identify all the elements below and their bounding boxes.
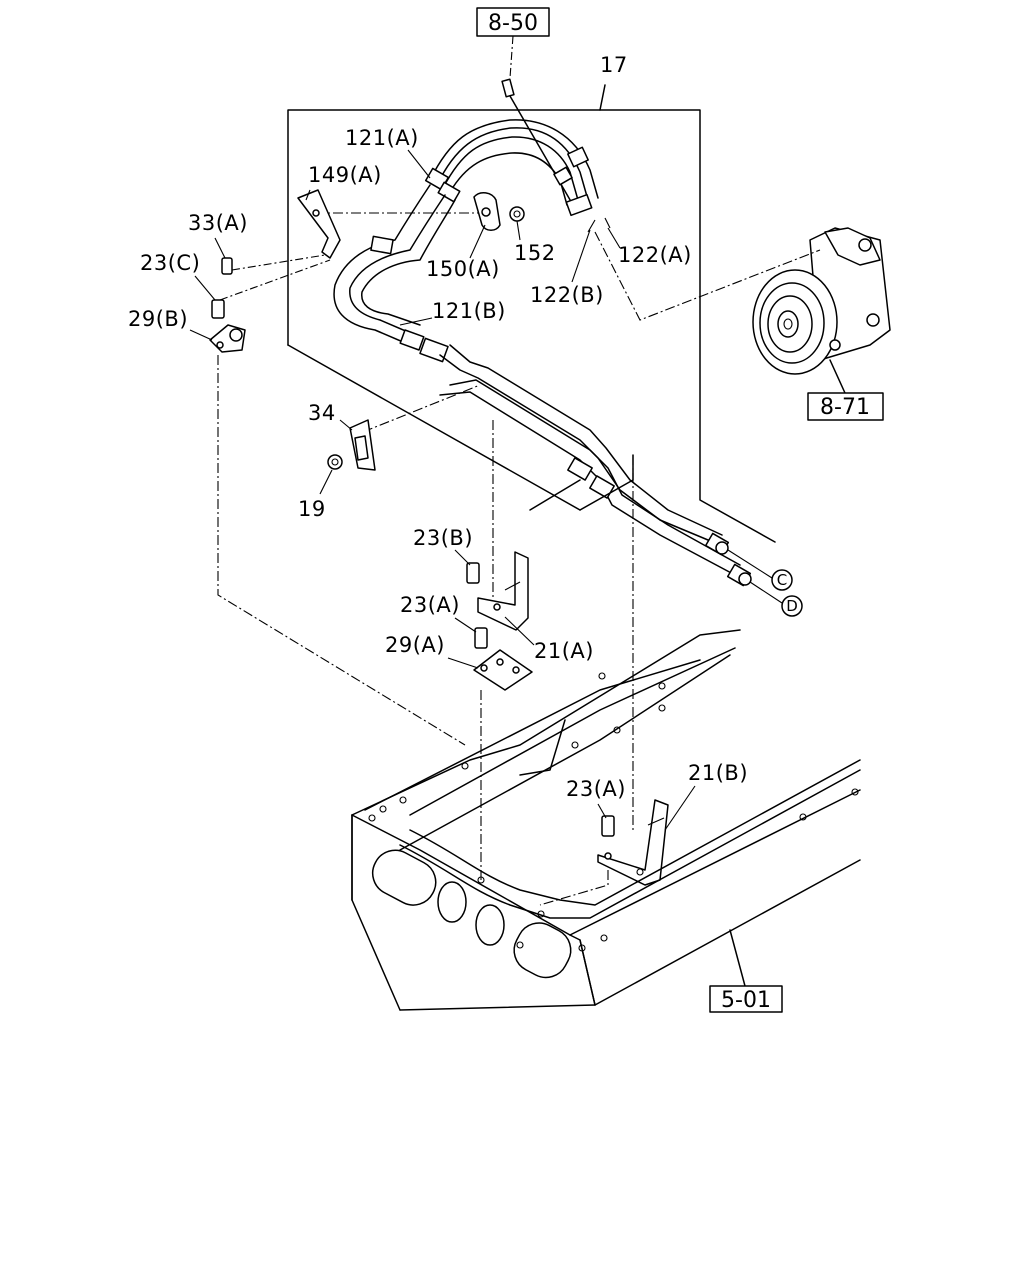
label-33a: 33(A) (188, 211, 248, 235)
label-21a: 21(A) (534, 639, 594, 663)
ref-5-01-label: 5-01 (721, 988, 771, 1013)
ref-8-50-label: 8-50 (488, 11, 538, 36)
label-19: 19 (298, 497, 326, 521)
plate-29a[interactable] (473, 649, 533, 691)
leader-29b-to-frame (217, 355, 466, 746)
bracket-21b[interactable] (597, 799, 669, 886)
nut-152[interactable] (509, 206, 525, 222)
connector-c[interactable]: C (727, 549, 793, 591)
bracket-21a[interactable] (477, 551, 529, 631)
label-121b: 121(B) (432, 299, 506, 323)
label-149a: 149(A) (308, 163, 382, 187)
label-23c: 23(C) (140, 251, 200, 275)
label-34: 34 (308, 401, 336, 425)
hose-121a[interactable] (424, 119, 599, 217)
leader-21b (539, 870, 609, 906)
label-29b: 29(B) (128, 307, 188, 331)
clip-150a[interactable] (473, 192, 501, 231)
vehicle-frame[interactable] (351, 629, 861, 1011)
ref-box-5-01[interactable]: 5-01 (709, 929, 783, 1013)
connector-d-label: D (786, 597, 798, 615)
bolt-23c[interactable] (211, 259, 331, 319)
label-23b: 23(B) (413, 526, 473, 550)
pipe-assembly[interactable] (439, 344, 752, 587)
label-152: 152 (514, 241, 556, 265)
label-150a: 150(A) (426, 257, 500, 281)
o-ring-122b-mark (587, 219, 596, 233)
bolt-33a[interactable] (221, 254, 326, 275)
label-121a: 121(A) (345, 126, 419, 150)
bracket-149a[interactable] (297, 189, 341, 259)
bolt-23b[interactable] (466, 562, 480, 584)
label-122b: 122(B) (530, 283, 604, 307)
label-122a: 122(A) (618, 243, 692, 267)
compressor[interactable] (752, 227, 891, 375)
leader-compressor (594, 231, 821, 321)
label-29a: 29(A) (385, 633, 445, 657)
bolt-23a-upper[interactable] (474, 627, 488, 649)
ref-8-71-label: 8-71 (820, 395, 870, 420)
bolt-23a-lower[interactable] (601, 815, 615, 837)
hose-121b[interactable] (333, 184, 456, 363)
clamp-34[interactable] (349, 419, 376, 471)
part-labels: 17 121(A) 149(A) 33(A) 23(C) 29(B) 150(A… (128, 53, 748, 831)
nut-19[interactable] (327, 454, 343, 470)
connector-d[interactable]: D (749, 581, 803, 617)
label-23a-1: 23(A) (400, 593, 460, 617)
ref-box-8-71[interactable]: 8-71 (807, 359, 884, 421)
connector-c-label: C (777, 571, 787, 589)
o-ring-122a-mark (604, 217, 611, 229)
label-23a-2: 23(A) (566, 777, 626, 801)
assembly-outline-17 (287, 84, 776, 543)
ref-box-8-50[interactable]: 8-50 (476, 7, 550, 37)
dash-leaders (315, 212, 634, 830)
label-17: 17 (600, 53, 628, 77)
label-21b: 21(B) (688, 761, 748, 785)
bracket-29b[interactable] (209, 324, 246, 353)
